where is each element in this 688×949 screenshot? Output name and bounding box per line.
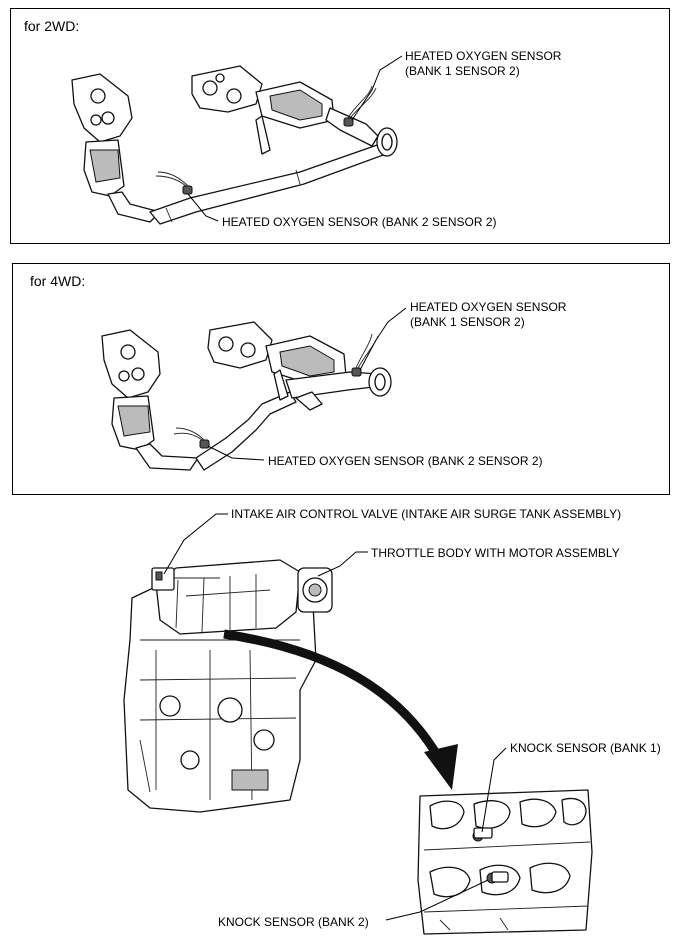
throttle-body-label: THROTTLE BODY WITH MOTOR ASSEMBLY (371, 546, 620, 560)
panel-2wd-title: for 2WD: (24, 18, 80, 34)
heated-oxygen-sensor-bank1-label-4wd: HEATED OXYGEN SENSOR (BANK 1 SENSOR 2) (410, 300, 567, 329)
knock-sensor-bank2-label: KNOCK SENSOR (BANK 2) (218, 915, 369, 929)
oxygen-sensor-bank1-4wd (351, 367, 362, 377)
oxygen-sensor-bank2-4wd (199, 439, 210, 449)
knock-sensor-bank1-label: KNOCK SENSOR (BANK 1) (510, 741, 661, 755)
direction-arrow (223, 629, 458, 790)
oxygen-sensor-bank1-2wd (343, 117, 354, 127)
heated-oxygen-sensor-bank2-label-4wd: HEATED OXYGEN SENSOR (BANK 2 SENSOR 2) (268, 454, 543, 468)
exhaust-assembly-2wd (71, 55, 403, 225)
heated-oxygen-sensor-bank1-label-2wd: HEATED OXYGEN SENSOR (BANK 1 SENSOR 2) (405, 49, 562, 78)
knock-sensor-detail (385, 747, 593, 935)
panel-4wd-title: for 4WD: (30, 273, 86, 289)
exhaust-assembly-4wd (101, 307, 407, 471)
engine-assembly (123, 513, 368, 813)
heated-oxygen-sensor-bank2-label-2wd: HEATED OXYGEN SENSOR (BANK 2 SENSOR 2) (222, 215, 497, 229)
intake-air-control-valve-label: INTAKE AIR CONTROL VALVE (INTAKE AIR SUR… (231, 507, 622, 521)
oxygen-sensor-bank2-2wd (182, 185, 193, 195)
